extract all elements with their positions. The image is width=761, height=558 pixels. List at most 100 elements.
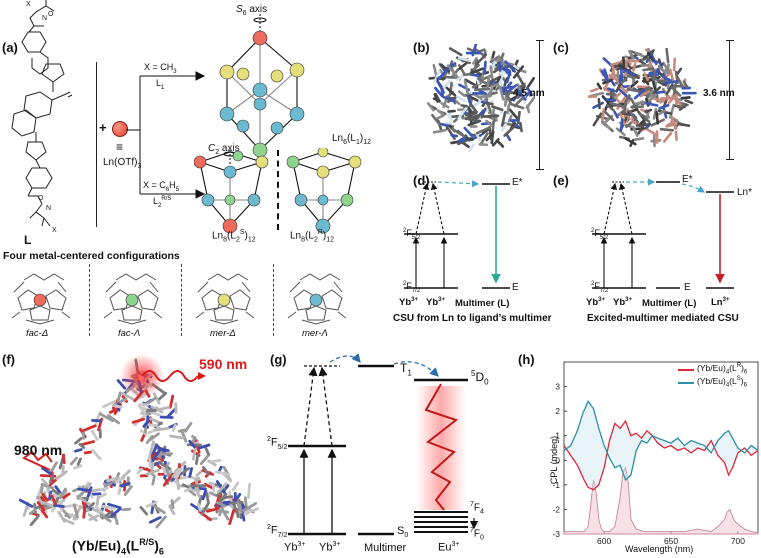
molecule-stick <box>59 487 67 500</box>
e-ln-star: Ln* <box>737 187 753 198</box>
molecule-stick <box>663 80 679 85</box>
panel-label-f: (f) <box>2 352 15 367</box>
molecule-stick <box>503 85 515 90</box>
molecule-stick <box>41 492 49 502</box>
molecule-stick <box>90 429 99 441</box>
panel-label-h: (h) <box>518 352 535 367</box>
molecule-stick <box>605 98 617 102</box>
molecule-stick <box>643 72 650 82</box>
molecule-stick <box>157 446 167 453</box>
molecule-stick <box>665 83 674 95</box>
molecule-stick <box>170 499 175 509</box>
molecule-stick <box>513 96 524 108</box>
molecule-stick <box>635 123 651 127</box>
molecule-stick <box>480 132 489 145</box>
molecule-stick <box>139 506 149 516</box>
molecule-stick <box>210 458 222 464</box>
molecule-stick <box>40 482 44 494</box>
molecule-stick <box>619 118 624 132</box>
molecule-stick <box>460 104 468 108</box>
molecule-stick <box>47 490 53 501</box>
molecule-stick <box>659 127 674 132</box>
molecule-stick <box>657 80 667 87</box>
config-label-2: fac-Λ <box>118 328 141 339</box>
molecule-stick <box>157 460 172 471</box>
molecule-stick <box>650 53 658 66</box>
legend-label-r: (Yb/Eu)4(LR)6 <box>697 363 748 376</box>
ligand-bracket <box>96 62 97 227</box>
molecule-stick <box>682 80 689 89</box>
molecule-stick <box>644 108 653 114</box>
molecule-stick <box>630 105 645 109</box>
molecule-stick <box>676 104 686 109</box>
molecule-stick <box>200 502 210 516</box>
molecule-stick <box>191 448 197 461</box>
svg-text:X: X <box>26 1 31 8</box>
molecule-stick <box>88 514 100 521</box>
molecule-stick <box>646 51 654 61</box>
cpl-x-axis-label: Wavelength (nm) <box>625 544 694 554</box>
molecule-stick <box>463 79 470 96</box>
molecule-stick <box>467 94 479 102</box>
molecule-stick <box>611 66 616 79</box>
molecule-stick <box>36 501 46 512</box>
molecule-stick <box>485 131 495 142</box>
size-label-c: 3.6 nm <box>703 88 735 99</box>
molecule-stick <box>485 119 493 127</box>
molecule-stick <box>177 428 186 433</box>
size-label-b: 4.5 nm <box>513 88 545 99</box>
molecule-stick <box>602 57 615 69</box>
molecule-stick <box>74 448 83 453</box>
molecule-stick <box>623 69 636 77</box>
molecule-stick <box>505 71 512 84</box>
molecule-stick <box>110 507 122 518</box>
molecule-stick <box>508 108 520 121</box>
e-f72: 2F7/2 <box>591 281 609 294</box>
molecule-stick <box>453 98 461 106</box>
y-tick-label: 1 <box>555 431 560 441</box>
molecule-stick <box>187 488 197 497</box>
molecule-stick <box>166 407 177 418</box>
molecule-stick <box>447 109 456 113</box>
four-configs-title: Four metal-centered configurations <box>3 250 180 262</box>
molecule-stick <box>100 504 116 510</box>
molecule-stick <box>215 480 226 494</box>
molecule-stick <box>137 403 147 415</box>
molecule-stick <box>228 509 236 526</box>
x-tick-label: 600 <box>597 536 611 546</box>
molecule-stick <box>625 117 638 129</box>
molecule-stick <box>446 64 458 77</box>
molecule-stick <box>62 492 71 500</box>
molecule-stick <box>113 404 123 409</box>
molecule-stick <box>491 105 504 112</box>
molecule-stick <box>626 74 637 79</box>
molecule-stick <box>181 483 190 489</box>
molecule-stick <box>670 116 674 126</box>
molecule-stick <box>77 487 90 492</box>
molecule-stick <box>50 494 57 506</box>
molecule-stick <box>601 108 606 122</box>
molecule-stick <box>169 434 185 440</box>
molecule-stick <box>615 127 626 137</box>
molecule-stick <box>148 454 152 468</box>
tetrahedral-cage-model-f <box>18 354 260 529</box>
molecule-stick <box>466 94 472 104</box>
cage-ln6-label: Ln6(L1)12 <box>332 133 371 146</box>
molecule-stick <box>241 503 246 512</box>
molecule-stick <box>107 414 121 425</box>
molecule-stick <box>617 87 628 98</box>
molecule-stick <box>161 466 168 476</box>
molecule-stick <box>526 104 531 114</box>
cage-model-b <box>426 44 535 152</box>
molecule-stick <box>29 514 40 527</box>
e-bottom-yb-2: Yb3+ <box>613 297 632 309</box>
condition-bottom: X = C6H5 <box>143 180 179 193</box>
molecule-stick <box>491 120 495 132</box>
energy-diagram-d <box>404 180 510 289</box>
molecule-stick <box>148 516 162 524</box>
molecule-stick <box>655 111 660 125</box>
molecule-stick <box>116 391 122 405</box>
ligand-label: L <box>28 239 35 240</box>
molecule-stick <box>450 133 459 138</box>
